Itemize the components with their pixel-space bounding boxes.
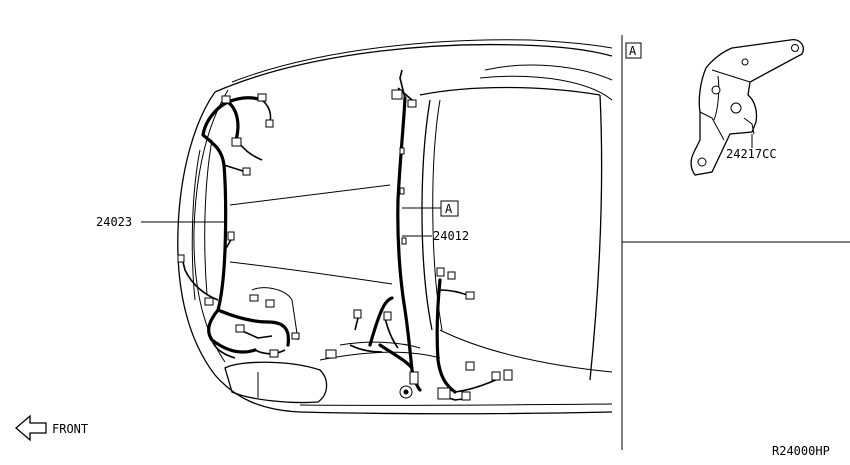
callout-view-a: A (402, 200, 459, 217)
bracket-24217cc (690, 39, 804, 176)
car-body-outline (177, 39, 613, 415)
engine-room-harness-24012 (325, 69, 513, 401)
callout-24023-label: 24023 (96, 215, 132, 229)
detail-view-a: A 24217CC (625, 39, 804, 176)
view-a-marker-label: A (445, 202, 453, 216)
front-arrow-icon (15, 414, 47, 442)
front-direction-indicator: FRONT (15, 414, 88, 442)
detail-view-a-box (625, 42, 642, 59)
front-label: FRONT (52, 422, 88, 436)
callout-24012-label: 24012 (433, 229, 469, 243)
front-harness-24023 (177, 93, 300, 359)
detail-view-a-label: A (629, 44, 637, 58)
drawing-number: R24000HP (772, 444, 830, 458)
callout-24023: 24023 (96, 215, 225, 229)
callout-24012: 24012 (402, 229, 469, 243)
bracket-part-number: 24217CC (726, 147, 777, 161)
